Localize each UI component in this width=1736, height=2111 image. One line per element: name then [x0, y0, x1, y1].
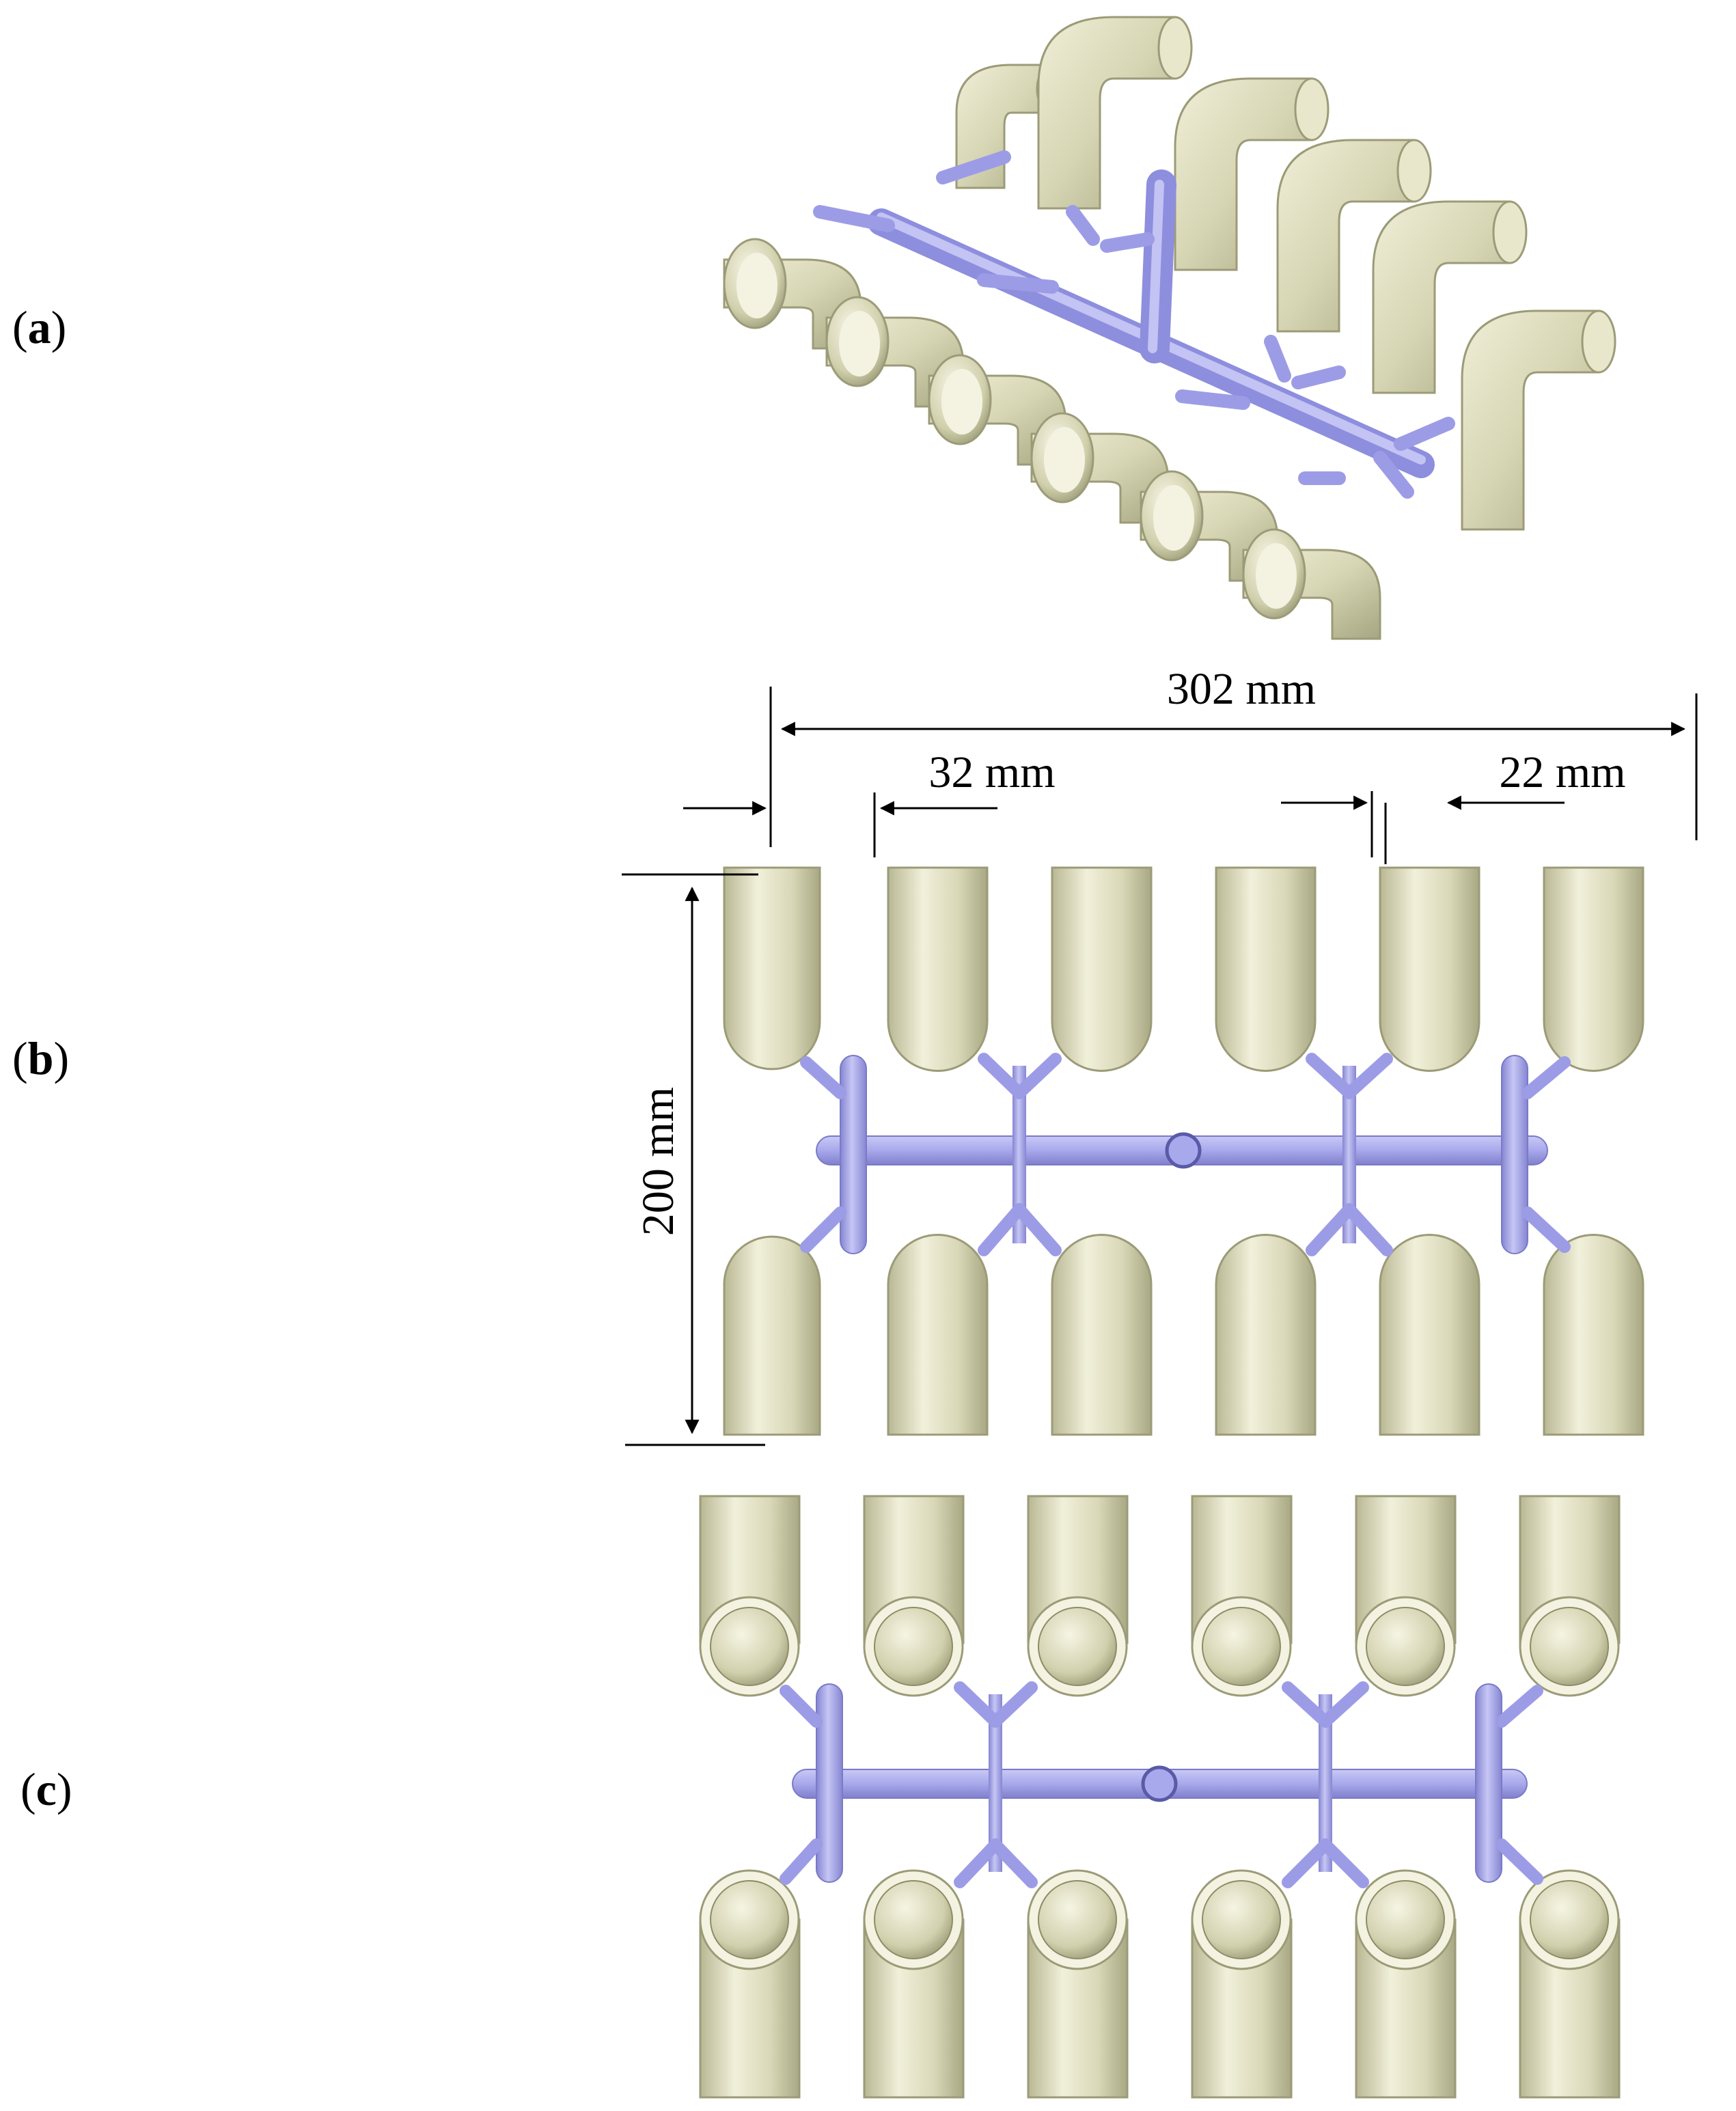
panel-label-a: (a): [12, 301, 67, 353]
dim-spacing-right: 22 mm: [1499, 747, 1625, 797]
panel-label-b: (b): [12, 1032, 70, 1084]
panel-b-top-view: 302 mm 32 mm 22 mm 200 mm: [622, 664, 1698, 1446]
dim-height: 200 mm: [633, 1087, 683, 1236]
runner-system-top-c: [780, 1681, 1543, 1888]
dim-spacing-left: 32 mm: [928, 747, 1055, 797]
panel-c-top-view-openings: [699, 1495, 1621, 2099]
panel-a-isometric-view: [723, 16, 1616, 640]
lower-row-castings-c: [699, 1869, 1621, 2099]
upper-row-castings: [723, 866, 1644, 1072]
runner-system-iso: [813, 150, 1455, 499]
dim-overall-width: 302 mm: [1167, 664, 1316, 714]
back-row-castings: [955, 16, 1616, 531]
lower-row-castings: [723, 1234, 1644, 1436]
front-row-castings: [723, 238, 1381, 640]
runner-system-top-b: [800, 1053, 1571, 1256]
upper-row-castings-c: [699, 1495, 1621, 1697]
panel-label-c: (c): [20, 1763, 72, 1815]
dimension-annotations: [622, 687, 1698, 1446]
